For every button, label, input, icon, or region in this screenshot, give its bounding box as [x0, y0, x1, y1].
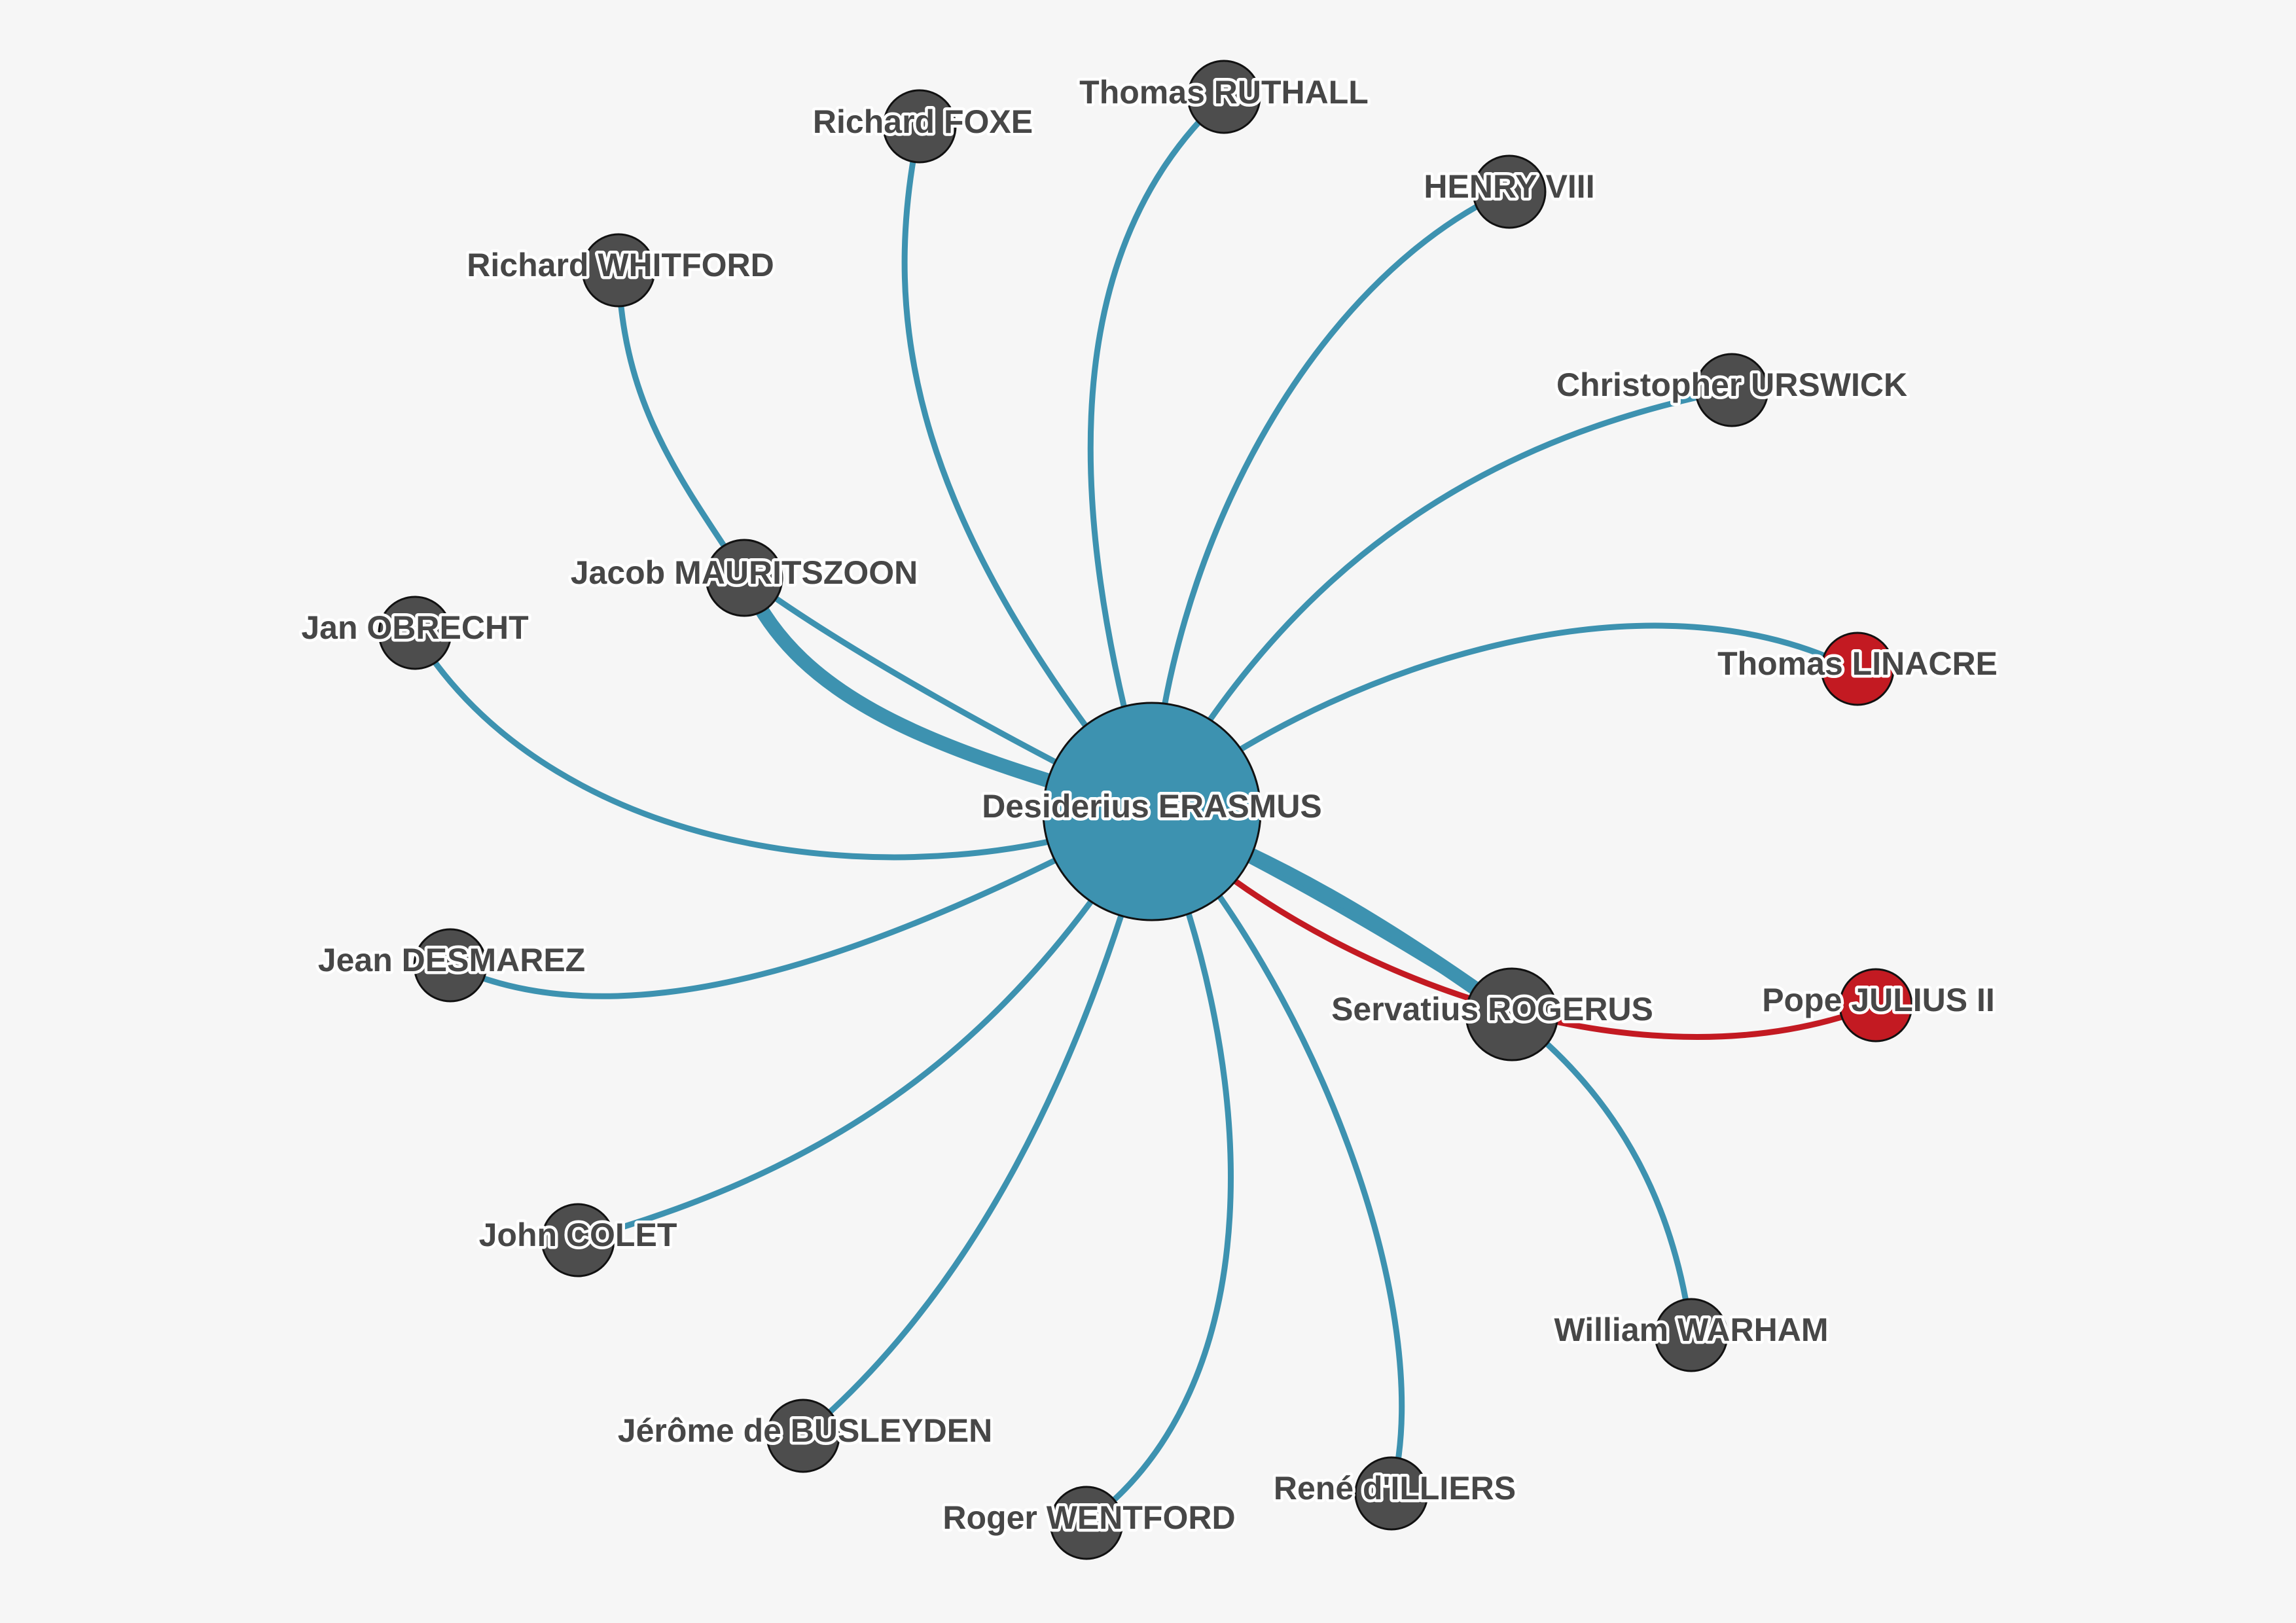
node-john-colet[interactable]: [541, 1203, 615, 1277]
node-jan-obrecht[interactable]: [378, 596, 452, 670]
node-pope-julius-ii[interactable]: [1839, 968, 1913, 1043]
label-jan-obrecht: Jan OBRECHT: [301, 609, 528, 646]
edge-erasmus-colet: [575, 808, 1155, 1243]
node-jean-desmarez[interactable]: [413, 928, 488, 1003]
node-desiderius-erasmus[interactable]: [1042, 702, 1262, 921]
node-roger-wentford[interactable]: [1049, 1486, 1124, 1560]
label-jean-desmarez: Jean DESMAREZ: [318, 942, 585, 978]
label-jerome-de-busleyden: Jérôme de BUSLEYDEN: [618, 1412, 992, 1449]
node-jerome-de-busleyden[interactable]: [766, 1399, 840, 1473]
label-rene-dilliers: René d'ILLIERS: [1274, 1470, 1516, 1507]
edge-erasmus-busleyden: [800, 808, 1155, 1439]
node-thomas-linacre[interactable]: [1820, 632, 1895, 706]
nodes-layer: [378, 60, 1913, 1560]
label-richard-foxe: Richard FOXE: [813, 103, 1033, 140]
label-pope-julius-ii: Pope JULIUS II: [1762, 982, 1995, 1018]
node-rene-dilliers[interactable]: [1354, 1456, 1429, 1531]
edge-erasmus-wentford: [1083, 808, 1234, 1526]
label-christopher-urswick: Christopher URSWICK: [1556, 366, 1907, 403]
node-william-warham[interactable]: [1654, 1298, 1729, 1372]
edge-erasmus-obrecht: [412, 630, 1155, 861]
edge-erasmus-ruthall: [1087, 94, 1227, 815]
label-jacob-mauritszoon: Jacob MAURITSZOON: [571, 554, 918, 591]
label-thomas-ruthall: Thomas RUTHALL: [1079, 74, 1369, 111]
label-henry-viii: HENRY VIII: [1424, 168, 1594, 205]
node-richard-foxe[interactable]: [882, 89, 957, 164]
edge-rogerus-warham: [1509, 1011, 1695, 1338]
node-servatius-rogerus[interactable]: [1465, 967, 1559, 1061]
label-john-colet: John COLET: [479, 1217, 677, 1253]
node-christopher-urswick[interactable]: [1695, 353, 1769, 427]
label-servatius-rogerus: Servatius ROGERUS: [1331, 991, 1653, 1027]
edge-erasmus-foxe: [901, 123, 1155, 815]
label-william-warham: William WARHAM: [1554, 1311, 1829, 1348]
edge-mauritszoon-whitford: [615, 264, 747, 579]
label-roger-wentford: Roger WENTFORD: [942, 1499, 1235, 1536]
label-thomas-linacre: Thomas LINACRE: [1717, 645, 1998, 682]
labels-layer: Desiderius ERASMUS Servatius ROGERUS Jac…: [298, 71, 2001, 1539]
node-thomas-ruthall[interactable]: [1187, 60, 1261, 134]
edge-erasmus-henry: [1149, 187, 1513, 815]
node-henry-viii[interactable]: [1472, 154, 1547, 229]
label-desiderius-erasmus: Desiderius ERASMUS: [982, 788, 1322, 825]
label-richard-whitford: Richard WHITFORD: [467, 247, 774, 283]
node-richard-whitford[interactable]: [581, 233, 656, 308]
node-jacob-mauritszoon[interactable]: [705, 539, 783, 617]
